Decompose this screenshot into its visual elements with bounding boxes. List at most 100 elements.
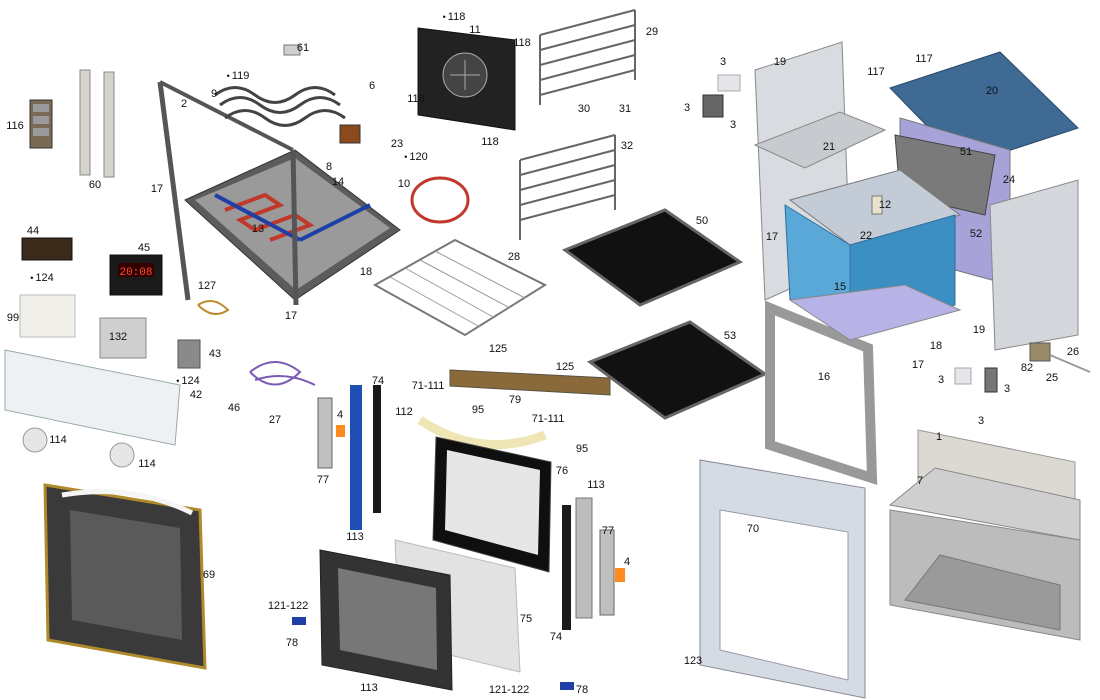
part-label: 113 xyxy=(346,531,364,543)
part-label: 3 xyxy=(729,119,737,131)
part-frame-assembly xyxy=(157,80,401,306)
part-77-hinge xyxy=(317,397,333,469)
part-78-clip xyxy=(560,682,574,690)
part-label: 31 xyxy=(618,103,632,115)
part-label: 75 xyxy=(519,613,533,625)
part-label: 16 xyxy=(817,371,831,383)
part-3-lamp xyxy=(717,74,741,92)
part-114-knob xyxy=(109,442,135,468)
part-27-harness xyxy=(249,361,316,386)
part-label: 17 xyxy=(765,231,779,243)
part-70-front-frame xyxy=(699,459,866,699)
part-label: 77 xyxy=(601,525,615,537)
part-7-outer-casing xyxy=(888,429,1081,641)
part-16-door-frame xyxy=(765,300,878,485)
part-label: 18 xyxy=(359,266,373,278)
part-74-seal xyxy=(562,505,571,630)
part-label: 95 xyxy=(471,404,485,416)
part-label: 1 xyxy=(935,431,943,443)
part-61-clip xyxy=(283,44,301,56)
part-label: 118 xyxy=(513,37,531,49)
part-3-socket xyxy=(702,94,724,118)
part-label: 17 xyxy=(911,359,925,371)
part-10-cable xyxy=(410,176,470,224)
part-label: 121-122 xyxy=(267,600,309,612)
part-cavity-assembly xyxy=(753,41,1079,351)
part-132-frame xyxy=(99,317,147,359)
part-label: 125 xyxy=(488,343,508,355)
part-label: 120 xyxy=(404,151,427,163)
part-label: 118 xyxy=(481,136,499,148)
part-label: 13 xyxy=(251,223,265,235)
part-label: 30 xyxy=(577,103,591,115)
part-label: 121-122 xyxy=(488,684,530,696)
part-label: 113 xyxy=(587,479,605,491)
part-label: 112 xyxy=(395,406,413,418)
part-99-panel xyxy=(19,294,76,338)
part-label: 82 xyxy=(1020,362,1034,374)
part-label: 32 xyxy=(620,140,634,152)
part-label: 123 xyxy=(683,655,703,667)
part-label: 60 xyxy=(88,179,102,191)
part-label: 9 xyxy=(210,88,218,100)
part-label: 71-111 xyxy=(531,413,565,425)
part-label: 27 xyxy=(268,414,282,426)
part-label: 15 xyxy=(833,281,847,293)
part-control-panel xyxy=(4,349,181,446)
part-label: 127 xyxy=(197,280,217,292)
part-label: 124 xyxy=(176,375,199,387)
part-label: 118 xyxy=(407,93,425,105)
part-43-transformer xyxy=(177,339,201,369)
part-label: 95 xyxy=(575,443,589,455)
part-label: 113 xyxy=(360,682,378,694)
part-label: 99 xyxy=(6,312,20,324)
part-label: 53 xyxy=(723,330,737,342)
svg-text:20:08: 20:08 xyxy=(119,267,152,279)
part-label: 43 xyxy=(208,348,222,360)
part-label: 79 xyxy=(508,394,522,406)
part-label: 12 xyxy=(878,199,892,211)
part-label: 3 xyxy=(719,56,727,68)
part-78-clip xyxy=(292,617,306,625)
part-label: 118 xyxy=(443,11,466,23)
part-label: 116 xyxy=(6,120,24,132)
part-28-wire-rack xyxy=(372,238,548,337)
part-82-thermostat xyxy=(1029,342,1051,362)
part-label: 22 xyxy=(859,230,873,242)
part-26-probe xyxy=(1049,354,1091,373)
part-label: 4 xyxy=(336,409,344,421)
part-label: 14 xyxy=(331,176,345,188)
part-label: 3 xyxy=(937,374,945,386)
part-label: 114 xyxy=(138,458,156,470)
part-114-knob xyxy=(22,427,48,453)
part-label: 125 xyxy=(555,361,575,373)
part-label: 3 xyxy=(683,102,691,114)
part-3-lamp xyxy=(954,367,972,385)
part-label: 124 xyxy=(30,272,53,284)
part-label: 132 xyxy=(108,331,128,343)
part-label: 74 xyxy=(371,375,385,387)
part-label: 50 xyxy=(695,215,709,227)
part-127-wiring xyxy=(197,300,230,315)
part-label: 11 xyxy=(469,24,481,36)
part-label: 7 xyxy=(916,475,924,487)
part-label: 69 xyxy=(202,569,216,581)
part-125-handle xyxy=(449,369,611,396)
part-4-clip xyxy=(336,425,345,437)
part-112-profile xyxy=(417,416,547,450)
part-label: 70 xyxy=(746,523,760,535)
part-69-door xyxy=(43,483,207,670)
part-11-fan-cover xyxy=(417,27,516,131)
part-label: 28 xyxy=(507,251,521,263)
part-label: 117 xyxy=(915,53,933,65)
part-label: 3 xyxy=(1003,383,1011,395)
part-label: 52 xyxy=(969,228,983,240)
part-label: 46 xyxy=(227,402,241,414)
part-label: 74 xyxy=(549,631,563,643)
part-label: 6 xyxy=(368,80,376,92)
part-45-timer-display: 20:08 xyxy=(109,254,163,296)
part-label: 2 xyxy=(180,98,188,110)
part-label: 18 xyxy=(929,340,943,352)
part-label: 71-111 xyxy=(411,380,445,392)
